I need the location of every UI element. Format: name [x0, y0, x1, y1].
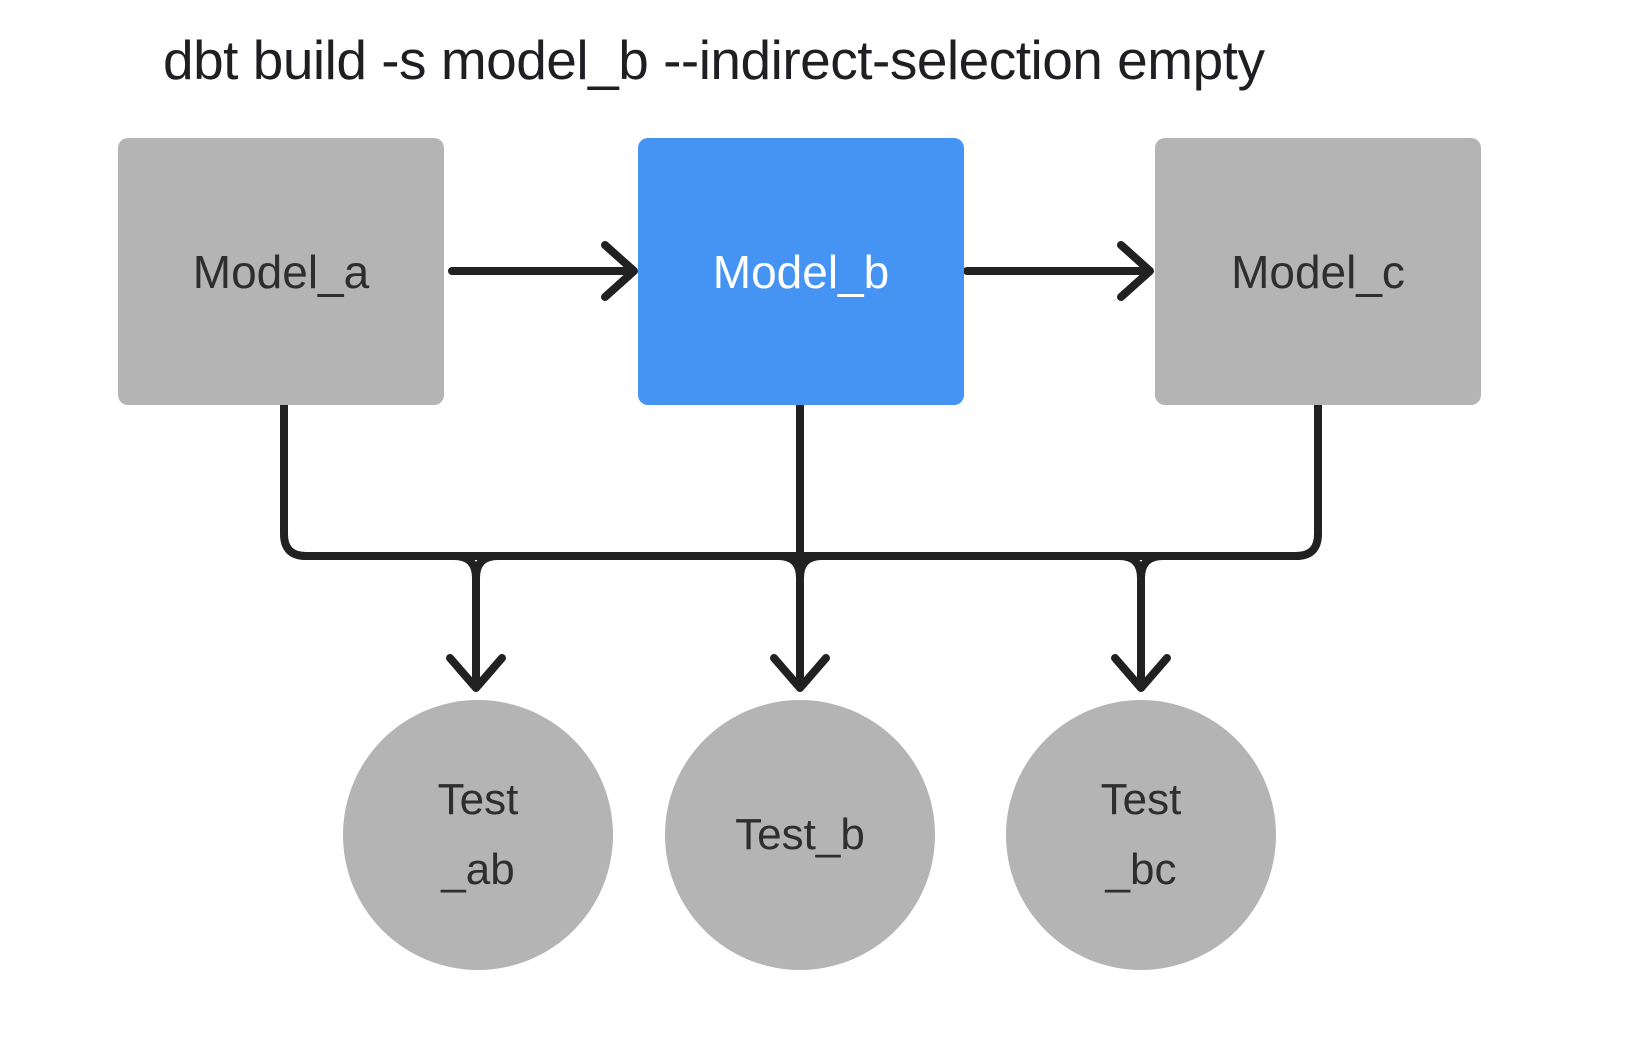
- edge-drop-test-b: [770, 401, 830, 692]
- node-model-b-selected: Model_b: [638, 138, 964, 405]
- node-model-c-label: Model_c: [1231, 245, 1405, 298]
- node-model-b-label: Model_b: [712, 245, 890, 298]
- edge-model-b-to-model-c: [963, 241, 1154, 301]
- edge-drop-test-bc: [1111, 552, 1171, 692]
- edge-bus-models-to-tests: [280, 401, 1322, 560]
- node-test-bc-label-line1: Test: [1100, 775, 1182, 824]
- edge-drop-test-ab: [446, 552, 506, 692]
- node-test-ab-label-line1: Test: [437, 775, 519, 824]
- node-test-b-label-line1: Test_b: [735, 810, 865, 859]
- node-model-a-label: Model_a: [192, 245, 370, 298]
- node-test-ab: Test _ab: [343, 700, 613, 970]
- edge-model-a-to-model-b: [448, 241, 638, 301]
- node-model-c: Model_c: [1155, 138, 1481, 405]
- node-test-bc-label-line2: _bc: [1105, 845, 1177, 894]
- diagram-title: dbt build -s model_b --indirect-selectio…: [163, 29, 1265, 91]
- node-model-a: Model_a: [118, 138, 444, 405]
- node-test-ab-label-line2: _ab: [441, 845, 515, 894]
- node-test-b: Test_b: [665, 700, 935, 970]
- node-test-bc: Test _bc: [1006, 700, 1276, 970]
